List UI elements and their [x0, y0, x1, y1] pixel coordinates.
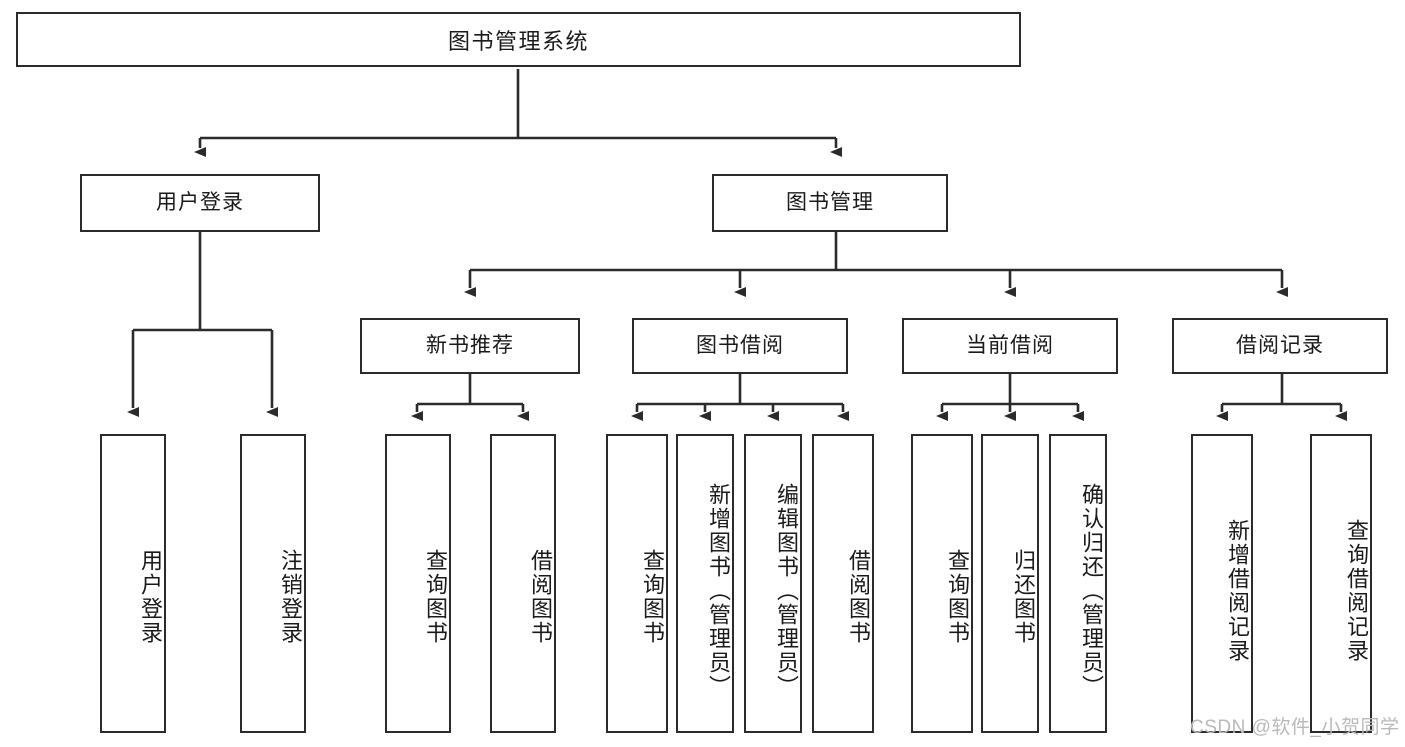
leaf-borrow-add-book-admin[interactable]: 新增图书（管理员） — [676, 434, 734, 733]
leaf-newbooks-borrow-book[interactable]: 借阅图书 — [490, 434, 556, 733]
node-current-borrow[interactable]: 当前借阅 — [902, 318, 1118, 374]
node-book-borrow[interactable]: 图书借阅 — [632, 318, 848, 374]
node-book-management-label: 图书管理 — [786, 191, 874, 215]
leaf-logout-label: 注销登录 — [278, 548, 303, 645]
leaf-current-return-book-label: 归还图书 — [1011, 548, 1036, 645]
leaf-logout[interactable]: 注销登录 — [240, 434, 306, 733]
leaf-current-confirm-return-admin[interactable]: 确认归还（管理员） — [1049, 434, 1107, 733]
leaf-borrow-edit-book-admin[interactable]: 编辑图书（管理员） — [744, 434, 802, 733]
node-borrow-records[interactable]: 借阅记录 — [1172, 318, 1388, 374]
leaf-newbooks-query-book[interactable]: 查询图书 — [385, 434, 451, 733]
node-current-borrow-label: 当前借阅 — [966, 334, 1054, 358]
leaf-borrow-borrow-book[interactable]: 借阅图书 — [812, 434, 874, 733]
leaf-records-add-record[interactable]: 新增借阅记录 — [1191, 434, 1253, 733]
node-root[interactable]: 图书管理系统 — [16, 12, 1021, 67]
leaf-borrow-query-book-label: 查询图书 — [640, 548, 665, 645]
node-book-management[interactable]: 图书管理 — [712, 174, 948, 232]
leaf-current-query-book[interactable]: 查询图书 — [911, 434, 973, 733]
leaf-borrow-query-book[interactable]: 查询图书 — [606, 434, 668, 733]
node-new-book-recommend[interactable]: 新书推荐 — [360, 318, 580, 374]
leaf-current-return-book[interactable]: 归还图书 — [981, 434, 1039, 733]
leaf-records-query-record-label: 查询借阅记录 — [1344, 518, 1369, 663]
node-borrow-records-label: 借阅记录 — [1236, 334, 1324, 358]
leaf-current-confirm-return-admin-label: 确认归还（管理员） — [1079, 482, 1104, 699]
leaf-borrow-edit-book-admin-label: 编辑图书（管理员） — [774, 482, 799, 699]
node-user-login-label: 用户登录 — [156, 191, 244, 215]
leaf-records-query-record[interactable]: 查询借阅记录 — [1310, 434, 1372, 733]
leaf-newbooks-query-book-label: 查询图书 — [423, 548, 448, 645]
leaf-current-query-book-label: 查询图书 — [945, 548, 970, 645]
leaf-records-add-record-label: 新增借阅记录 — [1225, 518, 1250, 663]
node-book-borrow-label: 图书借阅 — [696, 334, 784, 358]
leaf-newbooks-borrow-book-label: 借阅图书 — [528, 548, 553, 645]
node-root-label: 图书管理系统 — [447, 28, 589, 54]
leaf-borrow-borrow-book-label: 借阅图书 — [846, 548, 871, 645]
leaf-user-login-label: 用户登录 — [138, 548, 163, 645]
leaf-borrow-add-book-admin-label: 新增图书（管理员） — [706, 482, 731, 699]
node-new-book-recommend-label: 新书推荐 — [426, 334, 514, 358]
node-user-login[interactable]: 用户登录 — [80, 174, 320, 232]
leaf-user-login[interactable]: 用户登录 — [100, 434, 166, 733]
csdn-watermark: CSDN @软件_小贺同学 — [1190, 717, 1400, 738]
